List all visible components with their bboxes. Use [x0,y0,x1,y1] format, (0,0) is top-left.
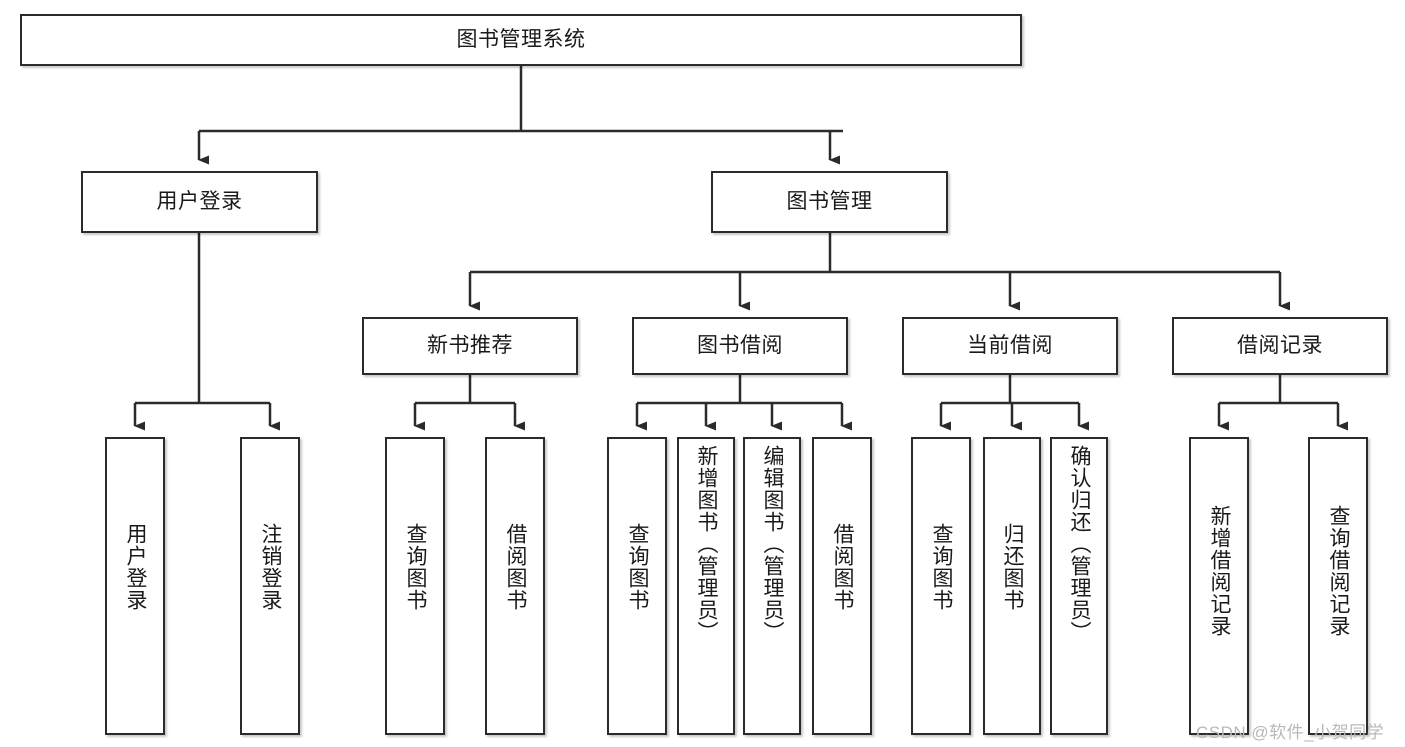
node-leaf-return-book[interactable]: 归还图书 [983,437,1041,735]
node-book-manage[interactable]: 图书管理 [711,171,948,233]
node-label: 借阅图书 [504,523,528,611]
node-label: 查询图书 [626,523,650,611]
node-label: 查询图书 [930,523,954,611]
node-leaf-query-book-2[interactable]: 查询图书 [607,437,667,735]
node-label: 图书管理 [786,189,873,213]
node-label: 查询图书 [404,523,428,611]
node-leaf-borrow-book-1[interactable]: 借阅图书 [485,437,545,735]
node-leaf-borrow-book-2[interactable]: 借阅图书 [812,437,872,735]
node-leaf-query-borrow-record[interactable]: 查询借阅记录 [1308,437,1368,735]
node-leaf-logout-login[interactable]: 注销登录 [240,437,300,735]
node-label: 图书管理系统 [456,27,586,51]
node-label: 注销登录 [259,523,283,611]
node-label: 编辑图书（管理员） [761,445,785,643]
node-label: 图书借阅 [697,333,783,357]
node-user-login[interactable]: 用户登录 [81,171,318,233]
node-label: 新增图书（管理员） [695,445,719,643]
node-leaf-edit-book-admin[interactable]: 编辑图书（管理员） [743,437,801,735]
node-leaf-user-login[interactable]: 用户登录 [105,437,165,735]
node-label: 当前借阅 [967,333,1053,357]
node-label: 归还图书 [1001,523,1025,611]
node-book-borrow[interactable]: 图书借阅 [632,317,848,375]
node-label: 用户登录 [156,189,243,213]
node-new-book-recommend[interactable]: 新书推荐 [362,317,578,375]
node-label: 用户登录 [124,523,148,611]
csdn-watermark: CSDN @软件_小贺同学 [1196,723,1385,742]
node-leaf-query-book-3[interactable]: 查询图书 [911,437,971,735]
node-root-system[interactable]: 图书管理系统 [20,14,1022,66]
node-leaf-confirm-return-admin[interactable]: 确认归还（管理员） [1050,437,1108,735]
node-leaf-query-book-1[interactable]: 查询图书 [385,437,445,735]
node-label: 新书推荐 [427,333,513,357]
node-label: 借阅记录 [1237,333,1323,357]
node-current-borrow[interactable]: 当前借阅 [902,317,1118,375]
node-borrow-record[interactable]: 借阅记录 [1172,317,1388,375]
node-label: 确认归还（管理员） [1068,445,1092,643]
node-label: 新增借阅记录 [1208,505,1232,637]
node-label: 查询借阅记录 [1327,505,1351,637]
node-leaf-add-book-admin[interactable]: 新增图书（管理员） [677,437,735,735]
node-leaf-add-borrow-record[interactable]: 新增借阅记录 [1189,437,1249,735]
node-label: 借阅图书 [831,523,855,611]
